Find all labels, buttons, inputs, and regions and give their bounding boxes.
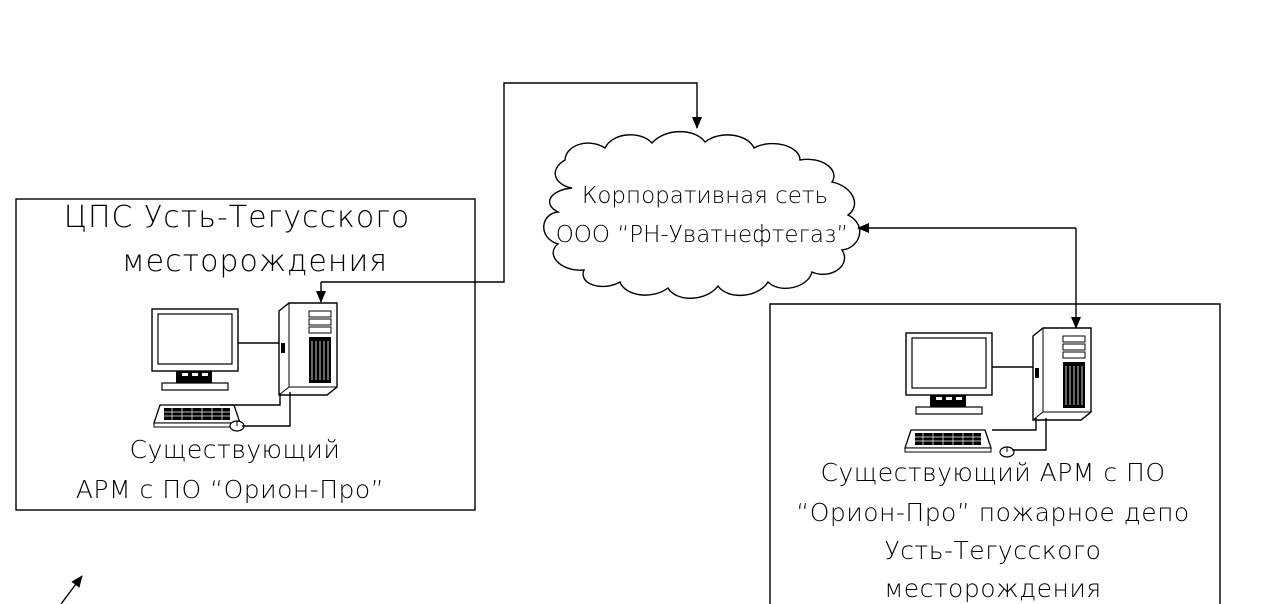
right-box-caption-line3: Усть-Тегусского: [885, 536, 1102, 565]
right-box-caption-line2: “Орион-Про” пожарное депо: [796, 498, 1189, 527]
right-computer-icon: [1032, 327, 1092, 421]
left-keyboard-icon: [153, 404, 241, 428]
right-monitor-icon: [905, 332, 993, 415]
right-box-caption-line1: Существующий АРМ с ПО: [821, 458, 1166, 487]
cloud-label-line2: ООО “РН-Уватнефтегаз”: [556, 222, 849, 248]
left-box-caption-line2: АРМ с ПО “Орион-Про”: [76, 475, 384, 504]
left-box-caption-line1: Существующий: [130, 435, 341, 464]
right-box-caption-line4: месторождения: [884, 574, 1101, 603]
left-box-title-line1: ЦПС Усть-Тегусского: [64, 200, 411, 235]
corporate-network-cloud: Корпоративная сеть ООО “РН-Уватнефтегаз”: [543, 131, 861, 299]
right-keyboard-icon: [904, 429, 992, 453]
cloud-label-line1: Корпоративная сеть: [582, 183, 828, 209]
left-computer-icon: [278, 302, 338, 396]
stray-arrow: [60, 575, 83, 604]
left-box-title-line2: месторождения: [122, 244, 388, 279]
connector-left-to-cloud: [316, 82, 702, 303]
left-box: ЦПС Усть-Тегусского месторождения Сущест…: [15, 198, 476, 511]
left-monitor-icon: [151, 308, 239, 391]
left-mouse-icon: [229, 420, 245, 432]
right-mouse-icon: [999, 446, 1015, 458]
connector-cloud-to-right: [857, 223, 1081, 329]
right-box: Существующий АРМ с ПО “Орион-Про” пожарн…: [769, 303, 1221, 604]
